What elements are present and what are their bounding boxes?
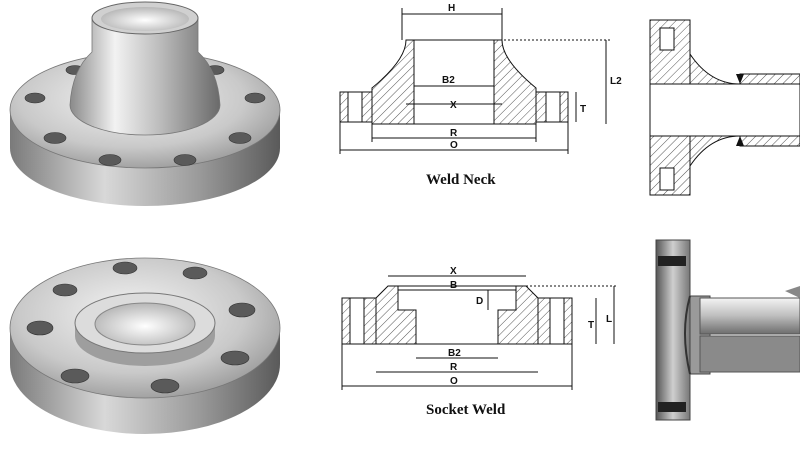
socket-weld-caption: Socket Weld [426,402,506,418]
sw-dim-l-label: L [606,314,612,325]
sw-dim-x-label: X [450,266,457,277]
dim-o-label: O [450,140,458,151]
socket-weld-drawing: X B D B2 R O T L Socket Weld [341,266,618,418]
weld-neck-caption: Weld Neck [426,172,496,188]
dim-l2-label: L2 [610,76,622,87]
sw-dim-d-label: D [476,296,483,307]
dim-t-label: T [580,104,586,115]
weld-neck-drawing: H L2 T B2 X R O Weld Neck [339,3,622,188]
dim-b2-label: B2 [442,75,455,86]
weld-neck-flange-photo [9,1,281,206]
sw-dim-r-label: R [450,362,458,373]
sw-dim-o-label: O [450,376,458,387]
sw-dim-t-label: T [588,320,594,331]
dim-r-label: R [450,128,458,139]
socket-weld-flange-photo [9,257,281,434]
socket-weld-section-view [655,239,800,421]
dim-h-label: H [448,3,455,14]
dim-x-label: X [450,100,457,111]
sw-dim-b-label: B [450,280,457,291]
weld-neck-section-view [649,19,800,196]
sw-dim-b2-label: B2 [448,348,461,359]
